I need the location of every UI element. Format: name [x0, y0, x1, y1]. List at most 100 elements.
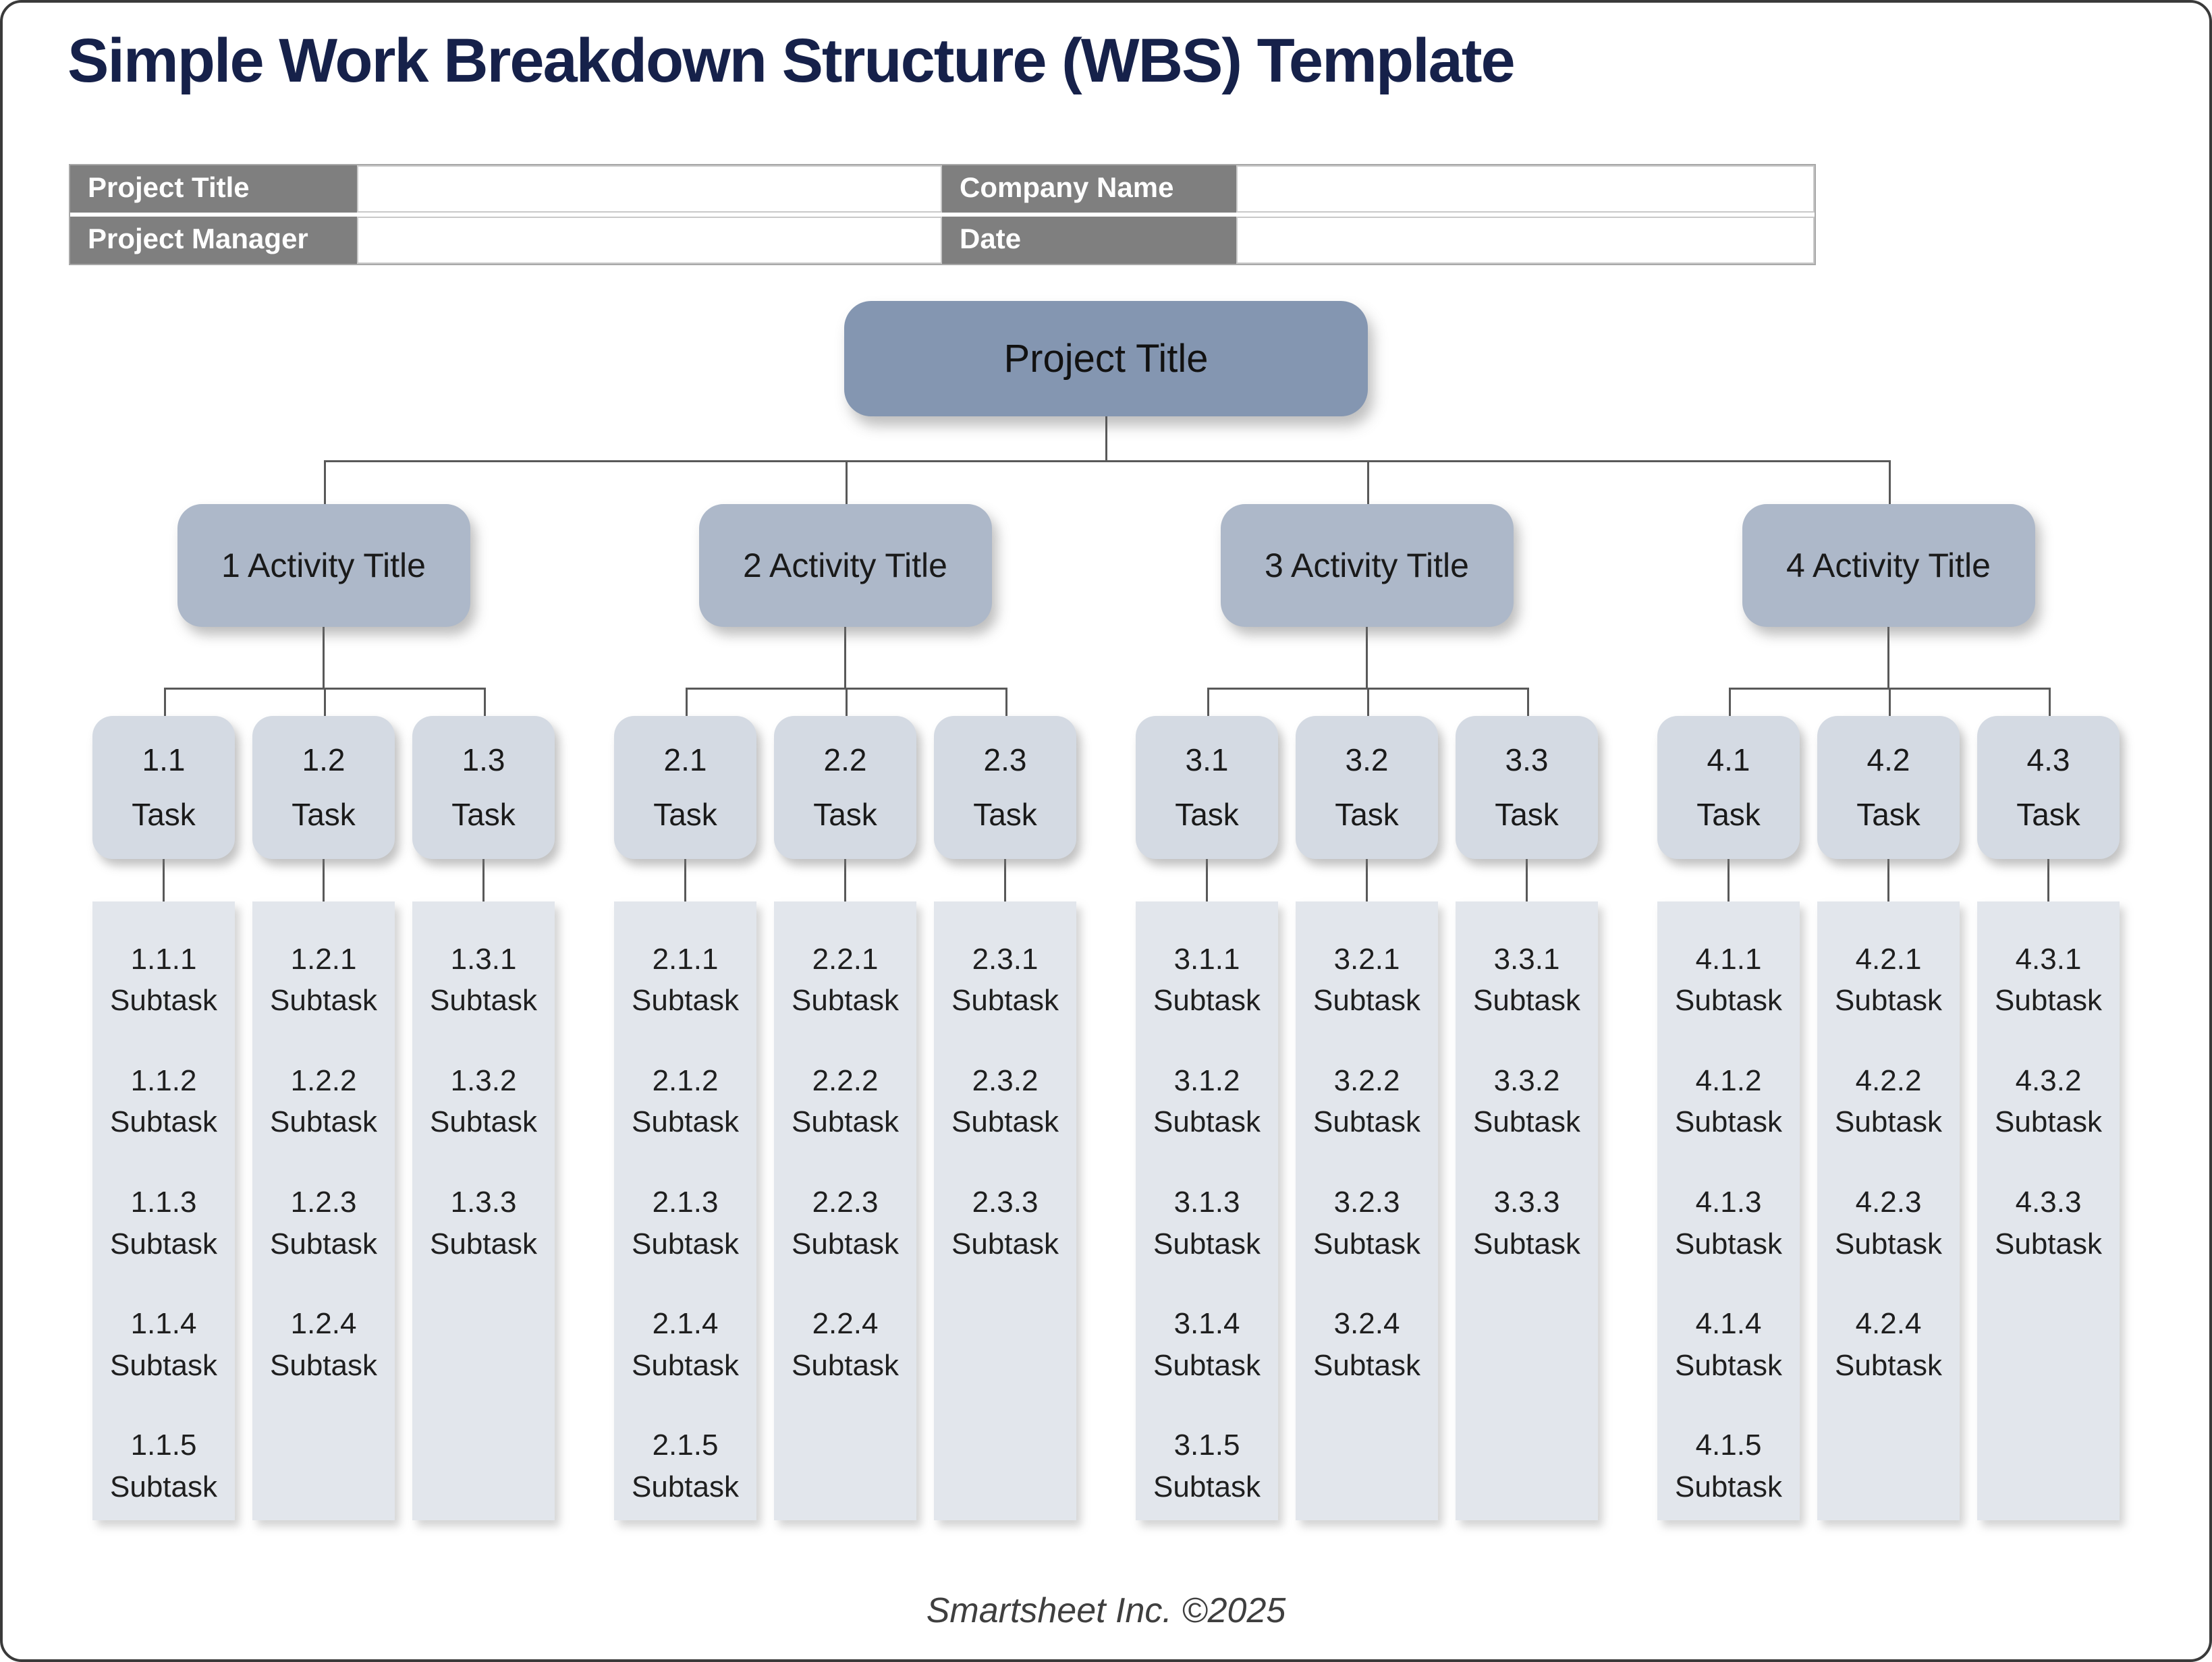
- subtask-label: Subtask: [632, 1470, 739, 1503]
- subtask-label: Subtask: [1675, 1470, 1782, 1503]
- company-name-label: Company Name: [942, 165, 1237, 213]
- subtask-label: Subtask: [792, 1105, 899, 1139]
- task-number: 4.3: [2026, 742, 2070, 778]
- subtask-number: 4.3.1: [2015, 942, 2082, 976]
- footer-credit: Smartsheet Inc. ©2025: [926, 1591, 1286, 1630]
- connector-task-stub: [1206, 858, 1208, 902]
- subtask-label: Subtask: [430, 984, 537, 1018]
- task-number: 3.3: [1505, 742, 1549, 778]
- task-number: 2.3: [983, 742, 1027, 778]
- subtask-number: 3.2.2: [1333, 1063, 1400, 1097]
- subtask-label: Subtask: [951, 984, 1059, 1018]
- task-number: 4.1: [1707, 742, 1750, 778]
- task-label: Task: [973, 796, 1037, 832]
- subtask-label: Subtask: [270, 1348, 377, 1382]
- subtask-number: 3.2.1: [1333, 942, 1400, 976]
- activity-box-2[interactable]: 2 Activity Title: [698, 503, 992, 627]
- subtask-number: 3.2.4: [1333, 1307, 1400, 1341]
- activity-box-3[interactable]: 3 Activity Title: [1220, 503, 1514, 627]
- subtask-label: Subtask: [1313, 1227, 1420, 1261]
- project-info-table: Project Title Company Name Project Manag…: [69, 163, 1816, 265]
- subtask-label: Subtask: [1153, 1470, 1261, 1503]
- subtask-number: 3.1.2: [1173, 1063, 1240, 1097]
- project-title-input[interactable]: [357, 165, 943, 213]
- task-label: Task: [1856, 796, 1920, 832]
- subtask-number: 3.1.5: [1173, 1429, 1240, 1462]
- task-number: 3.2: [1345, 742, 1389, 778]
- activity-box-1[interactable]: 1 Activity Title: [177, 503, 470, 627]
- connector-task-stub: [684, 858, 686, 902]
- subtask-label: Subtask: [1313, 1105, 1420, 1139]
- subtask-label: Subtask: [1675, 1227, 1782, 1261]
- date-input[interactable]: [1236, 216, 1815, 264]
- activity-box-4[interactable]: 4 Activity Title: [1742, 503, 2035, 627]
- company-name-input[interactable]: [1236, 165, 1815, 213]
- info-row-2: Project Manager Date: [70, 216, 1815, 264]
- connector-task-stub: [1004, 858, 1006, 902]
- subtask-label: Subtask: [1153, 1105, 1261, 1139]
- subtask-number: 4.2.3: [1855, 1185, 1922, 1219]
- subtask-number: 2.3.3: [972, 1185, 1039, 1219]
- subtask-label: Subtask: [1995, 984, 2102, 1018]
- subtask-label: Subtask: [1313, 1348, 1420, 1382]
- subtask-label: Subtask: [1473, 1227, 1580, 1261]
- task-number: 1.2: [302, 742, 345, 778]
- project-manager-input[interactable]: [357, 216, 943, 264]
- task-label: Task: [2016, 796, 2080, 832]
- task-label: Task: [813, 796, 877, 832]
- subtask-label: Subtask: [1473, 1105, 1580, 1139]
- subtask-number: 2.2.2: [812, 1063, 879, 1097]
- root-project-title-box[interactable]: Project Title: [844, 300, 1368, 416]
- subtask-label: Subtask: [1835, 1348, 1942, 1382]
- subtask-number: 3.1.4: [1173, 1307, 1240, 1341]
